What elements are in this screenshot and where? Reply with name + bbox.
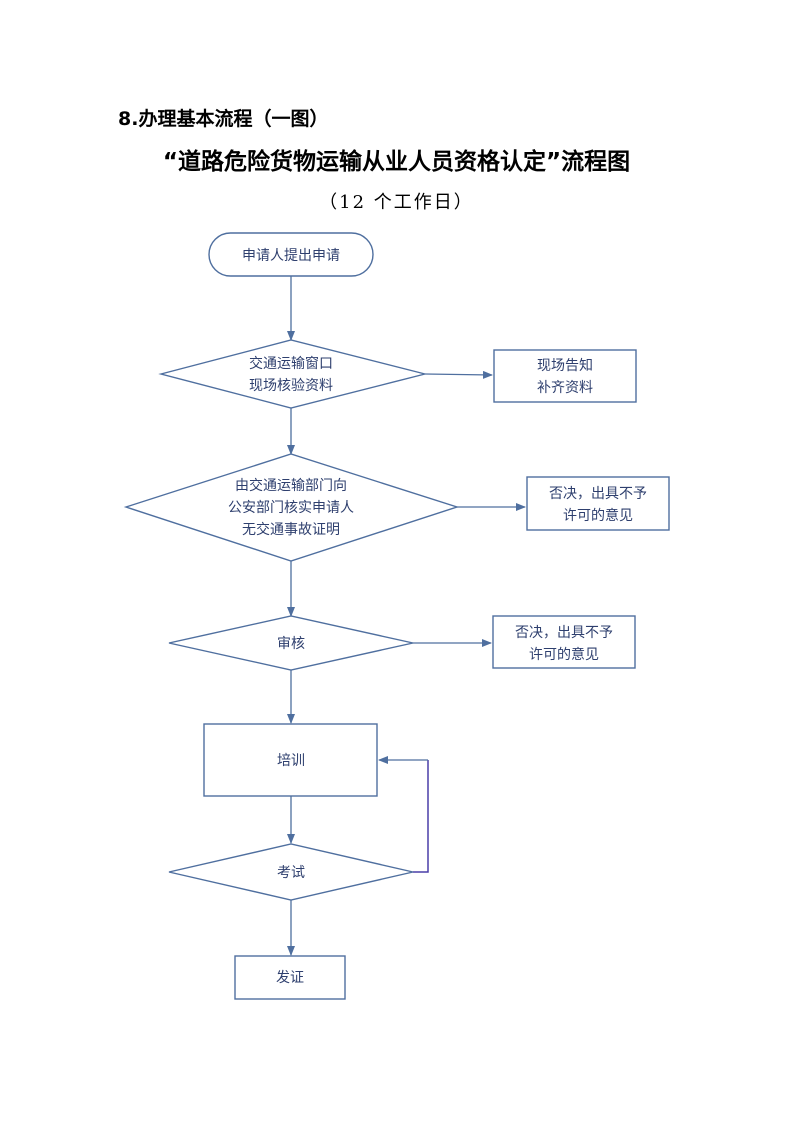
- review-label: 审核: [277, 636, 305, 652]
- reject-2-label-2: 许可的意见: [529, 646, 599, 663]
- police-verify-decision: [123, 453, 460, 562]
- section-heading: 8.办理基本流程（一图）: [118, 108, 329, 130]
- arrow-check-to-notify: [424, 370, 493, 379]
- training-label: 培训: [277, 753, 305, 769]
- certificate-label: 发证: [276, 970, 304, 986]
- check-docs-label-2: 现场核验资料: [249, 378, 333, 394]
- exam-decision: [168, 843, 414, 901]
- notify-supplement-label-1: 现场告知: [537, 357, 593, 374]
- reject-box-2: [492, 615, 636, 669]
- reject-2-label-1: 否决，出具不予: [515, 625, 613, 641]
- start-label: 申请人提出申请: [242, 248, 340, 264]
- exam-label: 考试: [277, 865, 305, 881]
- reject-1-label-2: 许可的意见: [563, 507, 633, 524]
- check-docs-decision: [158, 339, 426, 409]
- reject-1-label-1: 否决，出具不予: [549, 486, 647, 502]
- check-docs-label-1: 交通运输窗口: [249, 355, 333, 372]
- police-verify-label-2: 公安部门核实申请人: [228, 500, 354, 516]
- training-box: [203, 723, 378, 797]
- police-verify-label-1: 由交通运输部门向: [235, 477, 347, 494]
- police-verify-label-3: 无交通事故证明: [242, 521, 340, 538]
- certificate-box: [234, 955, 346, 1000]
- flowchart-title: “道路危险货物运输从业人员资格认定”流程图: [162, 149, 631, 175]
- notify-supplement-label-2: 补齐资料: [537, 380, 593, 396]
- flowchart-subtitle: （12 个工作日）: [319, 192, 474, 213]
- notify-supplement-box: [493, 349, 637, 403]
- reject-box-1: [526, 476, 670, 531]
- review-decision: [168, 615, 414, 671]
- start-node: [208, 232, 374, 277]
- loop-exam-to-training: [413, 760, 429, 873]
